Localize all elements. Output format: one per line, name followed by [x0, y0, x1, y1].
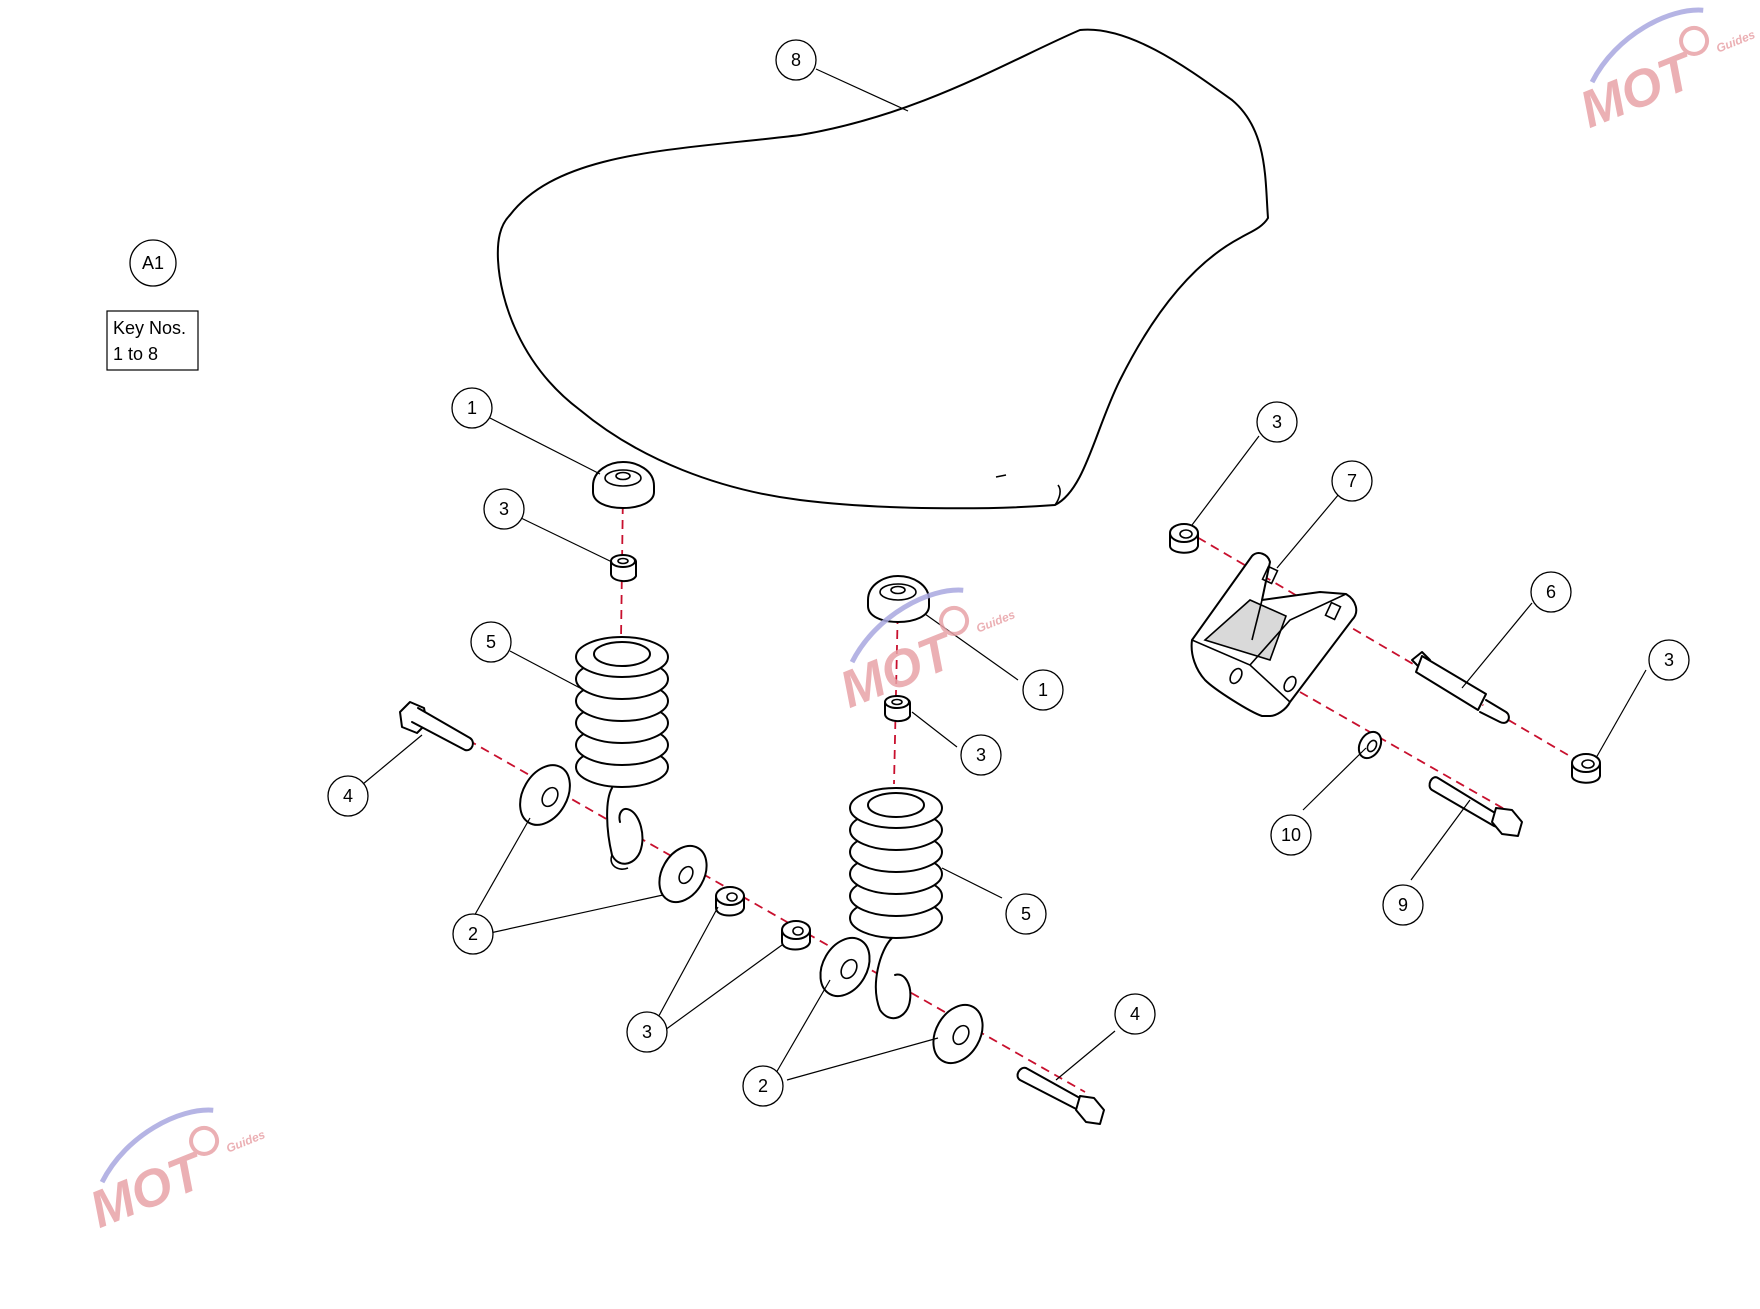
callout-3: 3: [626, 1011, 668, 1053]
svg-text:3: 3: [976, 745, 986, 765]
svg-text:3: 3: [499, 499, 509, 519]
seat: [496, 28, 1269, 510]
svg-text:1: 1: [467, 398, 477, 418]
watermark-logo-top-right: MOT Guides: [1572, 7, 1757, 140]
callout-5: 5: [470, 621, 512, 663]
callout-3: 3: [1256, 401, 1298, 443]
spacer-nut-b: [781, 920, 811, 951]
pivot-pin: [1411, 651, 1510, 724]
svg-text:5: 5: [486, 632, 496, 652]
callout-4: 4: [327, 775, 369, 817]
key-numbers-box: Key Nos. 1 to 8: [106, 310, 199, 371]
svg-text:10: 10: [1281, 825, 1301, 845]
nut-bracket-right: [1571, 753, 1601, 784]
callout-2: 2: [452, 913, 494, 955]
callout-1: 1: [451, 387, 493, 429]
bolt-left: [399, 701, 474, 752]
svg-text:Guides: Guides: [1714, 27, 1757, 55]
assembly-axes: [467, 489, 1586, 1093]
svg-text:2: 2: [758, 1076, 768, 1096]
washer-left-outer: [519, 764, 571, 826]
callout-1: 1: [1022, 669, 1064, 711]
callout-2: 2: [742, 1065, 784, 1107]
svg-text:4: 4: [1130, 1004, 1140, 1024]
svg-text:MOT: MOT: [82, 1141, 215, 1240]
callout-3: 3: [1648, 639, 1690, 681]
svg-text:8: 8: [791, 50, 801, 70]
callout-8: 8: [775, 39, 817, 81]
svg-text:3: 3: [642, 1022, 652, 1042]
callout-4: 4: [1114, 993, 1156, 1035]
svg-text:Guides: Guides: [974, 607, 1017, 635]
bracket: [1190, 552, 1358, 717]
callout-6: 6: [1530, 571, 1572, 613]
washer-right-inner: [819, 936, 871, 998]
callout-3: 3: [483, 488, 525, 530]
nut-left-top: [610, 554, 637, 582]
bolt-right: [1016, 1066, 1105, 1125]
callout-7: 7: [1331, 460, 1373, 502]
svg-text:A1: A1: [142, 253, 164, 273]
svg-text:2: 2: [468, 924, 478, 944]
svg-text:1 to 8: 1 to 8: [113, 344, 158, 364]
svg-text:9: 9: [1398, 895, 1408, 915]
watermark-logo-bottom-left: MOT Guides: [82, 1107, 267, 1240]
svg-text:Key Nos.: Key Nos.: [113, 318, 186, 338]
svg-text:4: 4: [343, 786, 353, 806]
leader-lines: [362, 68, 1647, 1081]
svg-text:6: 6: [1546, 582, 1556, 602]
nut-right-top: [884, 695, 911, 722]
svg-text:Guides: Guides: [224, 1127, 267, 1155]
callout-9: 9: [1382, 884, 1424, 926]
spacer-nut-a: [715, 886, 745, 917]
spring-left: [575, 636, 669, 870]
spring-right: [849, 787, 943, 1020]
nut-bracket-left: [1169, 523, 1199, 554]
svg-text:MOT: MOT: [1572, 41, 1705, 140]
rubber-buffer-left: [592, 461, 655, 509]
washer-small: [1357, 730, 1383, 760]
callout-3: 3: [960, 734, 1002, 776]
svg-text:3: 3: [1664, 650, 1674, 670]
seat-underside-edge: [1054, 484, 1061, 506]
washer-left-inner: [658, 844, 708, 904]
svg-text:7: 7: [1347, 471, 1357, 491]
svg-text:5: 5: [1021, 904, 1031, 924]
rubber-buffer-right: [867, 575, 930, 623]
washer-right-outer: [932, 1003, 984, 1065]
bracket-bolt: [1428, 776, 1523, 837]
svg-text:3: 3: [1272, 412, 1282, 432]
seat-tick-mark: [995, 474, 1007, 478]
svg-text:1: 1: [1038, 680, 1048, 700]
callout-5: 5: [1005, 893, 1047, 935]
callout-10: 10: [1270, 814, 1312, 856]
reference-label: A1: [129, 239, 177, 287]
